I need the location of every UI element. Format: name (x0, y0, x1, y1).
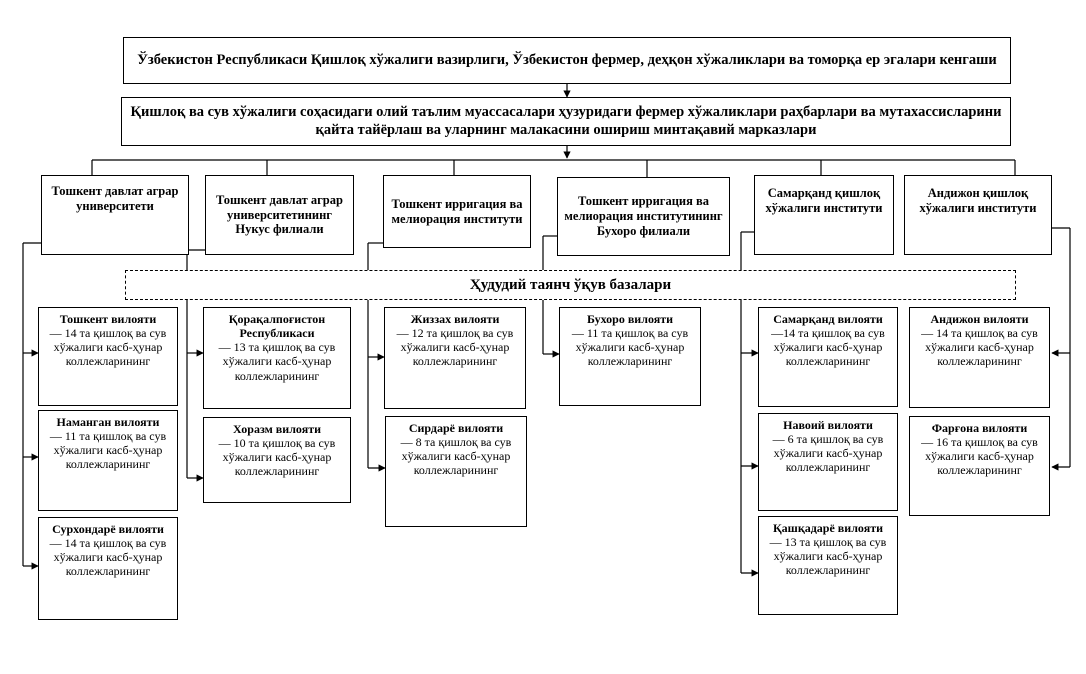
region-name: Бухоро вилояти (586, 312, 674, 326)
region-desc: — 13 та қишлоқ ва сув хўжалиги касб-ҳуна… (218, 340, 336, 383)
region-name: Сурхондарё вилояти (52, 522, 164, 536)
region-desc: — 12 та қишлоқ ва сув хўжалиги касб-ҳуна… (396, 326, 514, 369)
institution-box: Самарқанд қишлоқ хўжалиги институти (754, 175, 894, 255)
region-name: Жиззах вилояти (410, 312, 500, 326)
region-desc: — 8 та қишлоқ ва сув хўжалиги касб-ҳунар… (400, 435, 512, 478)
institution-label: Тошкент давлат аграр университетининг Ну… (216, 192, 343, 237)
institution-label: Самарқанд қишлоқ хўжалиги институти (765, 186, 883, 215)
region-name: Навоий вилояти (783, 418, 873, 432)
region-box: Тошкент вилояти — 14 та қишлоқ ва сув хў… (38, 307, 178, 406)
region-desc: —14 та қишлоқ ва сув хўжалиги касб-ҳунар… (771, 326, 885, 369)
institution-box: Тошкент давлат аграр университети (41, 175, 189, 255)
region-box: Жиззах вилояти — 12 та қишлоқ ва сув хўж… (384, 307, 526, 409)
institution-label: Тошкент давлат аграр университети (51, 184, 179, 213)
region-desc: — 13 та қишлоқ ва сув хўжалиги касб-ҳуна… (769, 535, 887, 578)
region-name: Фарғона вилояти (931, 421, 1028, 435)
region-desc: — 10 та қишлоқ ва сув хўжалиги касб-ҳуна… (218, 436, 336, 479)
region-desc: — 14 та қишлоқ ва сув хўжалиги касб-ҳуна… (49, 536, 167, 579)
region-desc: — 14 та қишлоқ ва сув хўжалиги касб-ҳуна… (49, 326, 167, 369)
institution-box: Тошкент давлат аграр университетининг Ну… (205, 175, 354, 255)
region-name: Андижон вилояти (930, 312, 1029, 326)
region-box: Самарқанд вилояти —14 та қишлоқ ва сув х… (758, 307, 898, 407)
institution-label: Тошкент ирригация ва мелиорация институт… (391, 196, 523, 226)
region-box: Наманган вилояти — 11 та қишлоқ ва сув х… (38, 410, 178, 511)
region-desc: — 6 та қишлоқ ва сув хўжалиги касб-ҳунар… (772, 432, 884, 475)
region-name: Қорақалпоғистон Республикаси (228, 312, 326, 341)
region-desc: — 14 та қишлоқ ва сув хўжалиги касб-ҳуна… (921, 326, 1038, 369)
institution-box: Тошкент ирригация ва мелиорация институт… (383, 175, 531, 248)
region-name: Хоразм вилояти (233, 422, 321, 436)
region-box: Қашқадарё вилояти — 13 та қишлоқ ва сув … (758, 516, 898, 615)
region-desc: — 11 та қишлоқ ва сув хўжалиги касб-ҳуна… (571, 326, 689, 369)
region-box: Қорақалпоғистон Республикаси — 13 та қиш… (203, 307, 351, 409)
institution-box: Тошкент ирригация ва мелиорация институт… (557, 177, 730, 256)
regional-bases-box: Ҳудудий таянч ўқув базалари (125, 270, 1016, 300)
region-desc: — 16 та қишлоқ ва сув хўжалиги касб-ҳуна… (921, 435, 1038, 478)
region-box: Фарғона вилояти — 16 та қишлоқ ва сув хў… (909, 416, 1050, 516)
institution-label: Тошкент ирригация ва мелиорация институт… (564, 194, 723, 238)
region-box: Андижон вилояти — 14 та қишлоқ ва сув хў… (909, 307, 1050, 408)
region-name: Самарқанд вилояти (773, 312, 883, 326)
ministry-box: Ўзбекистон Республикаси Қишлоқ хўжалиги … (123, 37, 1011, 84)
region-box: Навоий вилояти — 6 та қишлоқ ва сув хўжа… (758, 413, 898, 511)
institution-label: Андижон қишлоқ хўжалиги институти (919, 186, 1037, 215)
ministry-label: Ўзбекистон Республикаси Қишлоқ хўжалиги … (137, 51, 997, 68)
regional-bases-label: Ҳудудий таянч ўқув базалари (469, 276, 672, 293)
region-name: Қашқадарё вилояти (772, 521, 883, 535)
region-box: Сурхондарё вилояти — 14 та қишлоқ ва сув… (38, 517, 178, 620)
region-box: Хоразм вилояти — 10 та қишлоқ ва сув хўж… (203, 417, 351, 503)
institution-box: Андижон қишлоқ хўжалиги институти (904, 175, 1052, 255)
region-box: Бухоро вилояти — 11 та қишлоқ ва сув хўж… (559, 307, 701, 406)
region-name: Тошкент вилояти (59, 312, 157, 326)
region-name: Наманган вилояти (56, 415, 160, 429)
region-box: Сирдарё вилояти — 8 та қишлоқ ва сув хўж… (385, 416, 527, 527)
regional-centers-box: Қишлоқ ва сув хўжалиги соҳасидаги олий т… (121, 97, 1011, 146)
region-desc: — 11 та қишлоқ ва сув хўжалиги касб-ҳуна… (49, 429, 167, 472)
regional-centers-label: Қишлоқ ва сув хўжалиги соҳасидаги олий т… (130, 104, 1002, 138)
region-name: Сирдарё вилояти (408, 421, 504, 435)
